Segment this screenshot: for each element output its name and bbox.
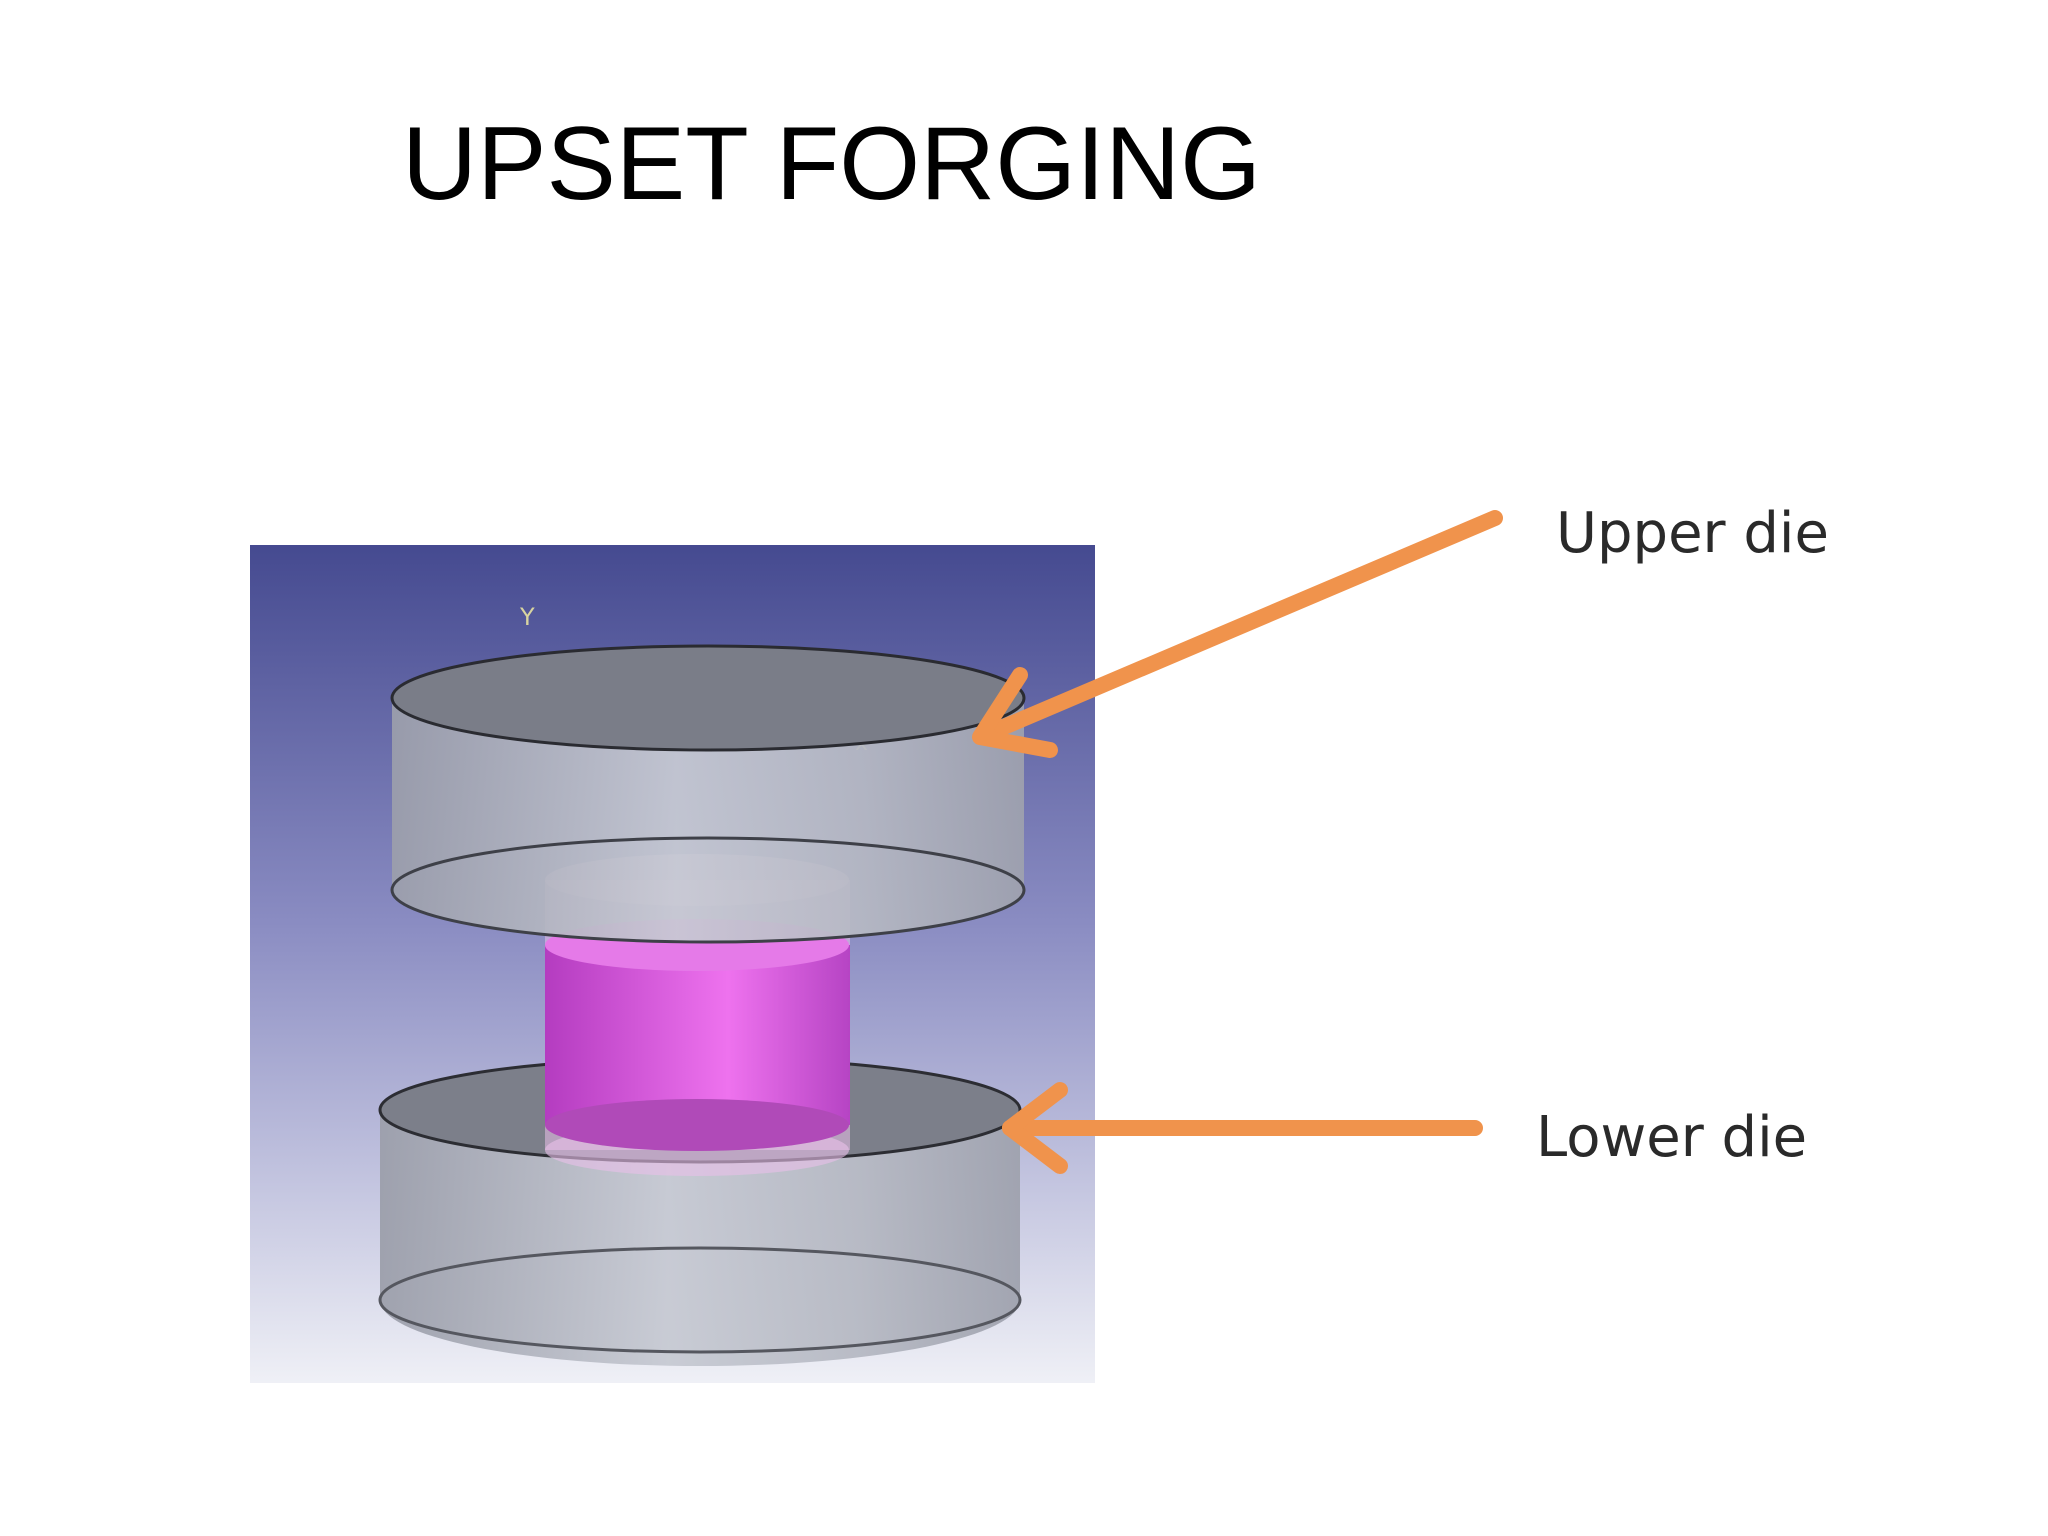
upper-die-arrow (972, 510, 1503, 758)
lower-die-arrow (1002, 1082, 1483, 1174)
lower-die (378, 1056, 1022, 1367)
upper-die-top-face (390, 644, 1026, 752)
axis-mark: Y (519, 603, 535, 631)
slide-title: UPSET FORGING (402, 106, 1262, 222)
lower-die-label: Lower die (1536, 1105, 1808, 1170)
upper-die (390, 644, 1026, 944)
upper-die-label: Upper die (1556, 501, 1829, 566)
